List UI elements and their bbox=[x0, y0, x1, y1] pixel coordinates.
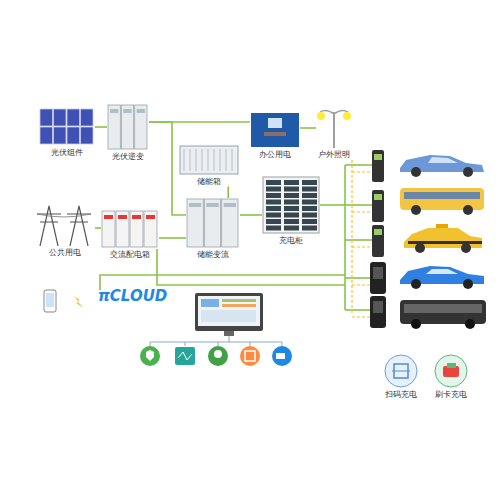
power-line bbox=[300, 127, 316, 129]
power-line bbox=[227, 187, 229, 198]
equipment-node: 光伏组件 bbox=[39, 108, 95, 158]
equipment-icon bbox=[316, 106, 352, 148]
equipment-label: 充电柜 bbox=[279, 236, 303, 246]
equipment-label: 刷卡充电 bbox=[435, 390, 467, 400]
cloud-logo-text: πCLOUD bbox=[98, 287, 167, 305]
power-line bbox=[95, 227, 101, 229]
equipment-node: 办公用电 bbox=[250, 112, 300, 160]
power-line bbox=[95, 126, 107, 128]
equipment-node: 刷卡充电 bbox=[434, 354, 468, 400]
equipment-icon bbox=[107, 104, 149, 150]
equipment-icon bbox=[179, 145, 239, 175]
equipment-label: 光伏逆变 bbox=[112, 152, 144, 162]
equipment-node: 储能箱 bbox=[179, 145, 239, 187]
equipment-icon bbox=[250, 112, 300, 148]
equipment-icon bbox=[39, 108, 95, 146]
equipment-label: 户外照明 bbox=[318, 150, 350, 160]
power-line bbox=[240, 214, 262, 216]
equipment-icon bbox=[186, 198, 240, 248]
equipment-node: 光伏逆变 bbox=[107, 104, 149, 162]
equipment-icon bbox=[262, 176, 320, 234]
power-line bbox=[149, 121, 250, 123]
equipment-icon bbox=[384, 354, 418, 388]
equipment-label: 扫码充电 bbox=[385, 390, 417, 400]
equipment-label: 储能箱 bbox=[197, 177, 221, 187]
equipment-node: 户外照明 bbox=[316, 106, 352, 160]
power-line bbox=[159, 237, 186, 239]
equipment-icon bbox=[101, 210, 159, 248]
equipment-node: 充电柜 bbox=[262, 176, 320, 246]
equipment-label: 储能变流 bbox=[197, 250, 229, 260]
equipment-node: 储能变流 bbox=[186, 198, 240, 260]
equipment-label: 办公用电 bbox=[259, 150, 291, 160]
equipment-node: 公共用电 bbox=[35, 204, 95, 258]
equipment-icon bbox=[35, 204, 95, 246]
equipment-label: 公共用电 bbox=[49, 248, 81, 258]
equipment-node: 交流配电箱 bbox=[101, 210, 159, 260]
equipment-label: 光伏组件 bbox=[51, 148, 83, 158]
equipment-icon bbox=[434, 354, 468, 388]
equipment-label: 交流配电箱 bbox=[110, 250, 150, 260]
equipment-node: 扫码充电 bbox=[384, 354, 418, 400]
